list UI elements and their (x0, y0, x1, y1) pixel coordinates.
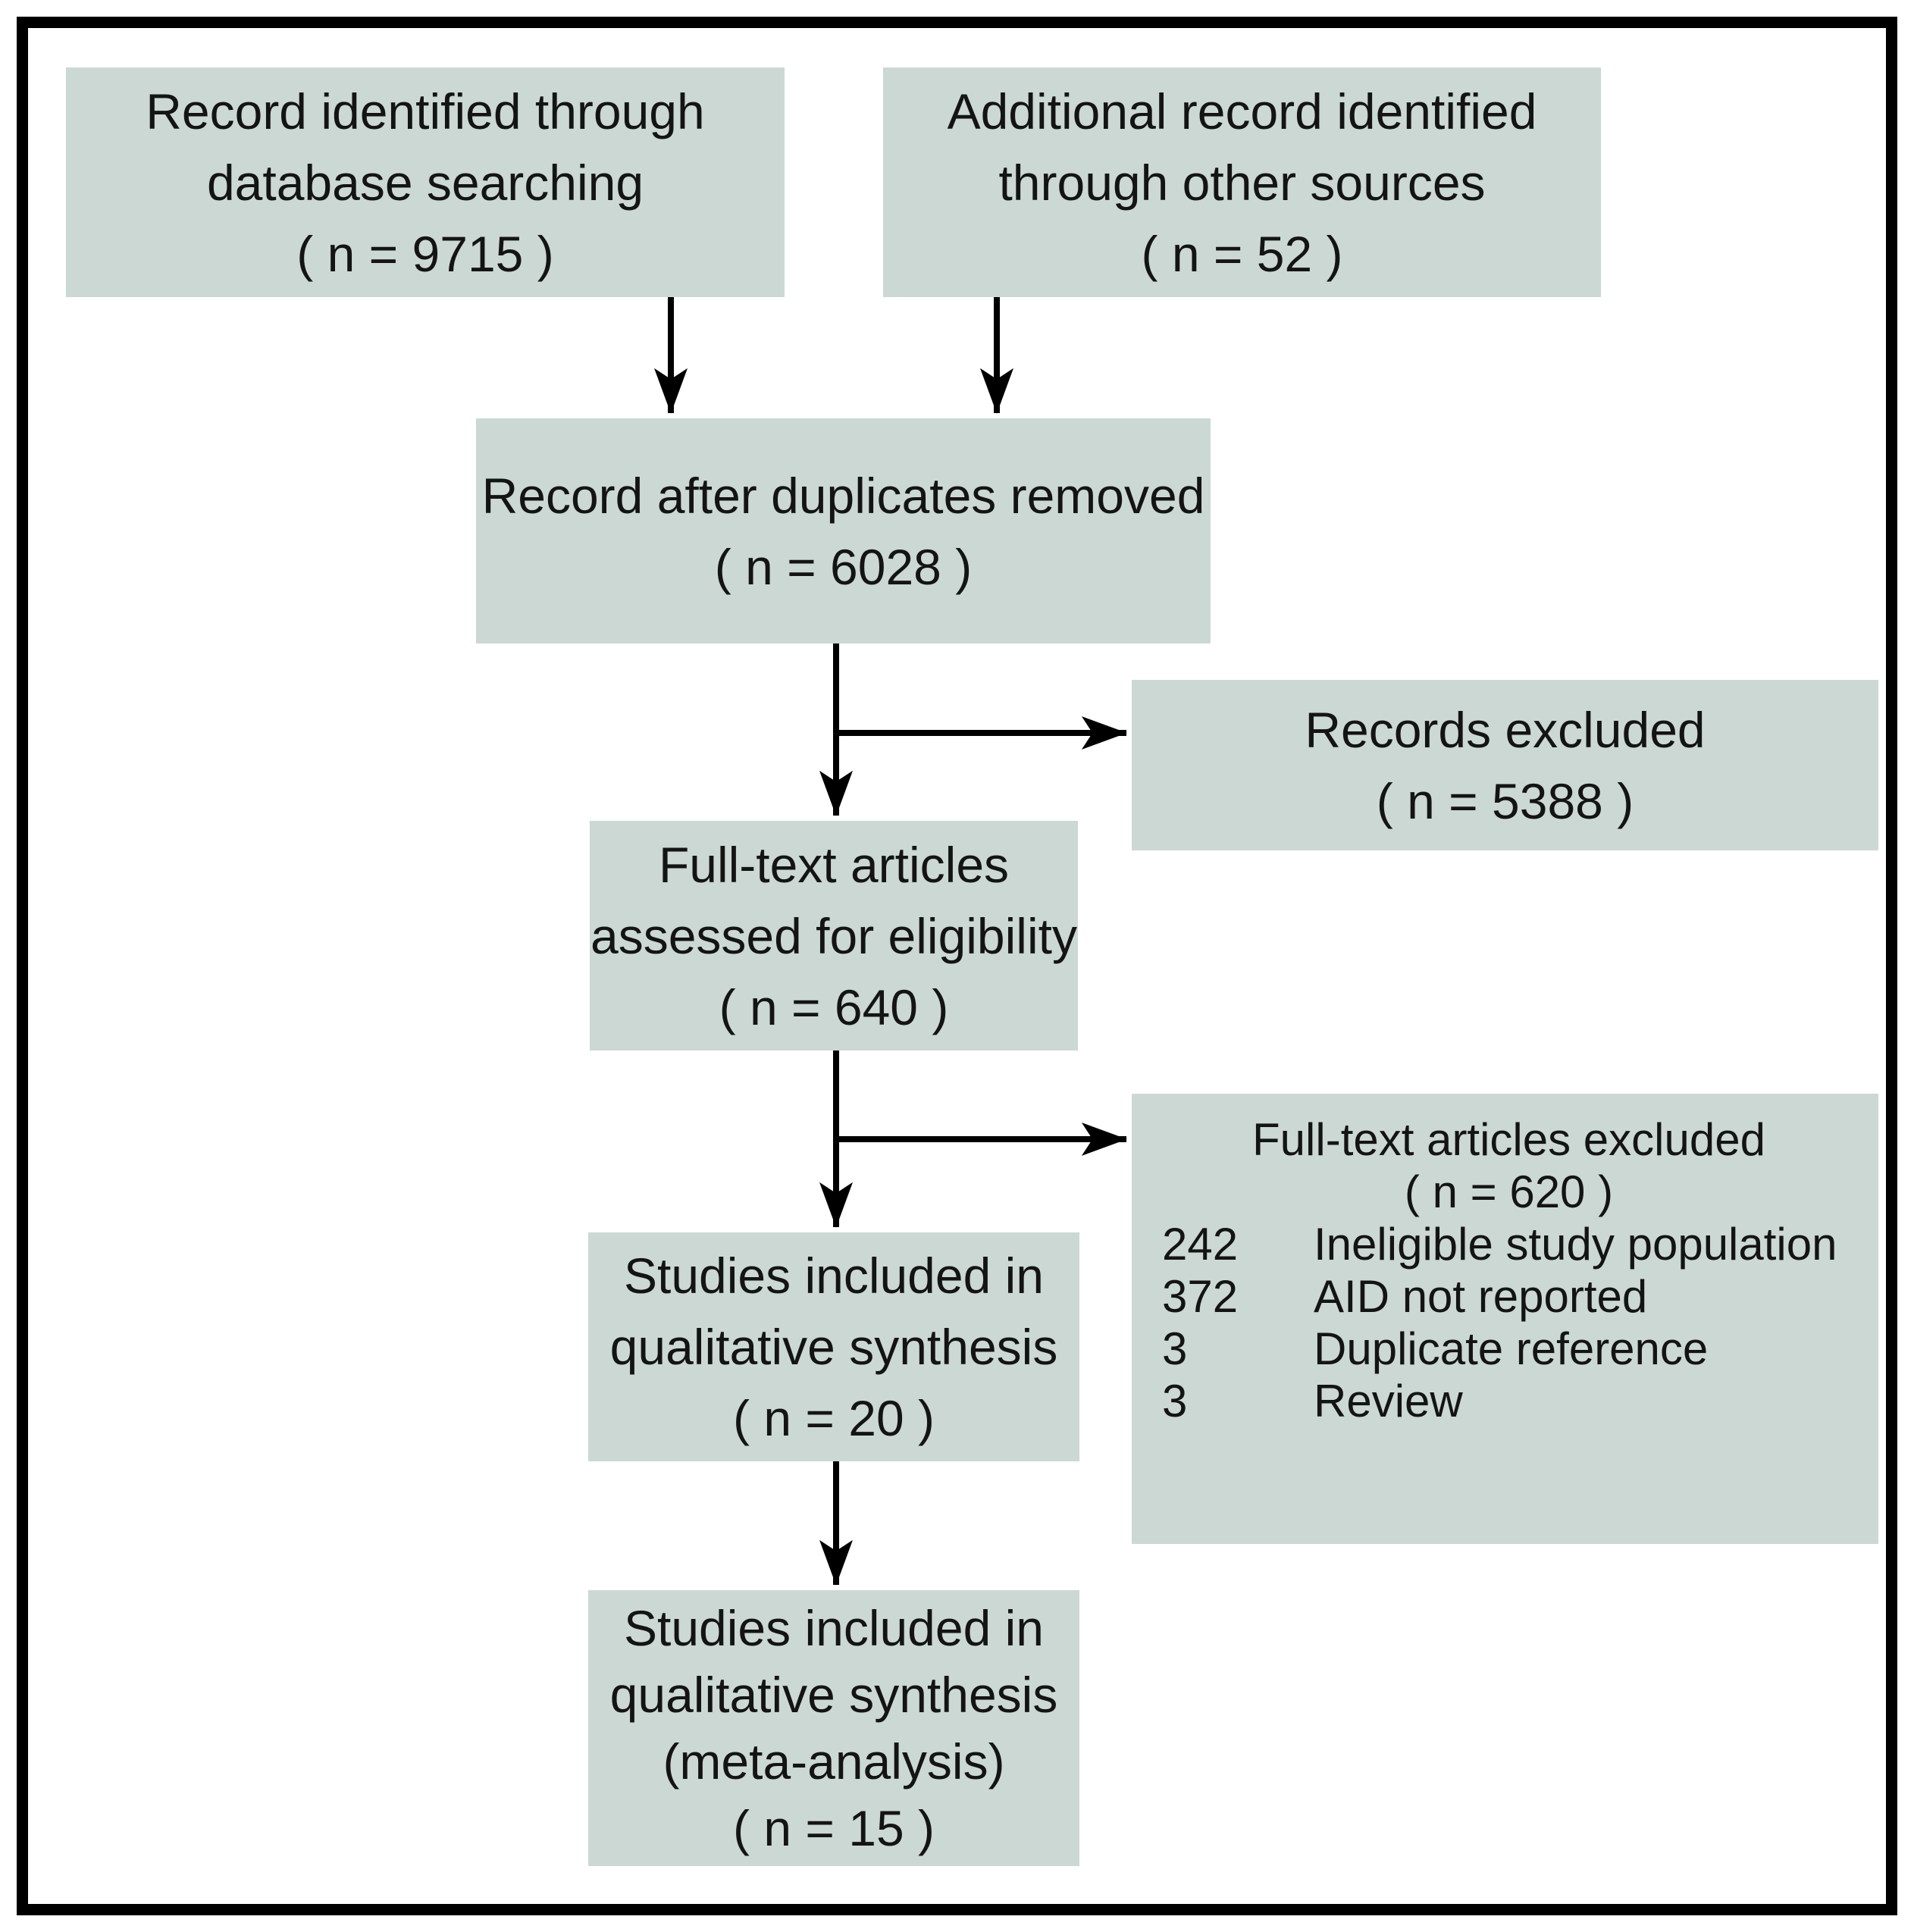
box-qualitative-synthesis: Studies included in qualitative synthesi… (588, 1232, 1079, 1461)
box-count: ( n = 15 ) (733, 1800, 935, 1856)
reason-label: Review (1314, 1376, 1463, 1426)
reason-count: 372 (1162, 1271, 1239, 1322)
box-count: ( n = 5388 ) (1376, 772, 1634, 829)
box-count: ( n = 52 ) (1141, 225, 1343, 282)
box-fulltext-excluded: Full-text articles excluded ( n = 620 ) … (1132, 1094, 1878, 1544)
outer-border (17, 17, 1897, 1915)
reason-count: 3 (1162, 1376, 1188, 1426)
box-text-line: Additional record identified (947, 83, 1537, 139)
box-count: ( n = 640 ) (719, 979, 949, 1035)
exclusion-reason-row: 3 Duplicate reference (1162, 1323, 1856, 1375)
box-count: ( n = 20 ) (733, 1390, 935, 1446)
exclusion-reason-row: 372 AID not reported (1162, 1270, 1856, 1323)
exclusion-reason-row: 242 Ineligible study population (1162, 1218, 1856, 1270)
box-count: ( n = 620 ) (1404, 1166, 1614, 1217)
box-records-identified: Record identified through database searc… (66, 67, 785, 297)
reason-label: Ineligible study population (1314, 1219, 1837, 1270)
box-text-line: Records excluded (1305, 701, 1706, 758)
box-text-line: Full-text articles excluded (1252, 1114, 1765, 1165)
reason-count: 242 (1162, 1219, 1239, 1270)
box-records-excluded: Records excluded ( n = 5388 ) (1132, 680, 1878, 850)
box-text-line: database searching (206, 154, 644, 211)
box-text-line: qualitative synthesis (609, 1319, 1058, 1375)
box-text-line: Record after duplicates removed (481, 467, 1205, 524)
box-after-duplicates: Record after duplicates removed ( n = 60… (476, 418, 1211, 643)
box-additional-records: Additional record identified through oth… (883, 67, 1601, 297)
box-text-line: qualitative synthesis (609, 1667, 1058, 1723)
reason-label: AID not reported (1314, 1271, 1648, 1322)
box-text-line: (meta-analysis) (663, 1733, 1005, 1790)
box-text-line: Full-text articles (658, 836, 1010, 893)
box-meta-analysis: Studies included in qualitative synthesi… (588, 1590, 1079, 1866)
reason-count: 3 (1162, 1323, 1188, 1374)
box-count: ( n = 6028 ) (714, 538, 973, 595)
reason-label: Duplicate reference (1314, 1323, 1709, 1374)
box-text-line: Record identified through (146, 83, 705, 139)
box-text-line: through other sources (998, 154, 1486, 211)
box-text-line: Studies included in (623, 1248, 1045, 1304)
box-fulltext-assessed: Full-text articles assessed for eligibil… (590, 821, 1078, 1051)
box-text-line: Studies included in (623, 1600, 1045, 1656)
exclusion-reason-row: 3 Review (1162, 1375, 1856, 1427)
box-count: ( n = 9715 ) (296, 225, 554, 282)
box-text-line: assessed for eligibility (590, 907, 1077, 964)
